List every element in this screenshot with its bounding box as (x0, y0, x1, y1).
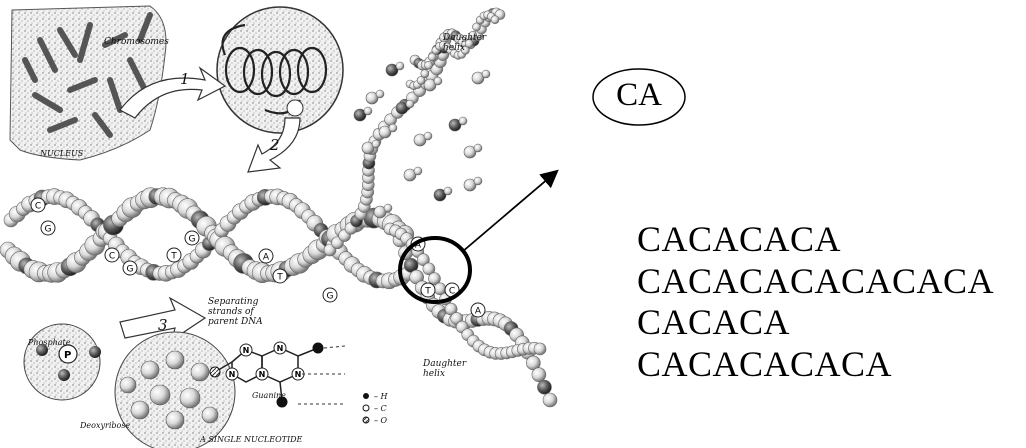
phosphate-atom-label: P (64, 350, 71, 361)
free-nucleotide (474, 144, 482, 152)
guanine-label: Guanine (252, 391, 286, 400)
free-nucleotide (444, 187, 452, 195)
helix-bead (491, 16, 499, 24)
free-nucleotide (482, 70, 490, 78)
svg-text:G: G (189, 235, 196, 245)
base-bubble: A (471, 303, 485, 317)
repeat-line-3: CACACA (637, 301, 790, 343)
separating-strands-label: Separatingstrands ofparent DNA (208, 297, 263, 327)
ring-n-label: N (243, 346, 250, 355)
helix-bead (543, 393, 557, 407)
free-nucleotide (406, 100, 414, 108)
free-nucleotide (459, 117, 467, 125)
free-nucleotide (376, 90, 384, 98)
legend-h-dot (363, 393, 369, 399)
svg-text:A: A (263, 253, 270, 263)
repeat-line-4: CACACACACA (637, 343, 892, 385)
ring-n-label: N (277, 344, 284, 353)
step-2-label: 2 (269, 136, 280, 154)
ring-n-label: N (295, 370, 302, 379)
base-bubble: A (259, 249, 273, 263)
base-bubble: T (421, 283, 435, 297)
base-bubble: T (273, 269, 287, 283)
legend-h: – H (374, 392, 389, 401)
base-bubble: G (123, 261, 137, 275)
free-nucleotide (424, 132, 432, 140)
base-bubble: G (185, 231, 199, 245)
helix-bead (534, 343, 546, 355)
ring-n-label: N (259, 370, 266, 379)
free-nucleotide (474, 177, 482, 185)
svg-text:T: T (424, 287, 431, 297)
free-nucleotide (389, 124, 397, 132)
atom-legend: – H – C – O (363, 392, 389, 425)
deoxyribose-label: Deoxyribose (79, 421, 130, 430)
chromosomes-label: Chromosomes (104, 37, 169, 47)
step-1-label: 1 (180, 70, 190, 88)
phosphate-label: Phosphate (27, 338, 71, 347)
legend-c: – C (374, 404, 387, 413)
svg-text:G: G (327, 292, 334, 302)
free-nucleotide (396, 62, 404, 70)
legend-c-dot (363, 405, 369, 411)
base-bubble: C (31, 198, 45, 212)
helix-bead (537, 380, 551, 394)
base-bubble: T (167, 248, 181, 262)
free-nucleotide (384, 204, 392, 212)
zoom-circle (217, 7, 343, 133)
helix-bead (532, 368, 546, 382)
svg-text:C: C (35, 202, 41, 212)
step-3-label: 3 (158, 316, 168, 334)
nucleus-label: NUCLEUS (39, 149, 84, 158)
base-bubble: G (41, 221, 55, 235)
ring-n-label: N (229, 370, 236, 379)
repeat-line-1: CACACACA (637, 218, 841, 260)
svg-text:T: T (170, 252, 177, 262)
svg-text:A: A (475, 307, 482, 317)
helix-bead (421, 70, 429, 78)
single-nucleotide-label: A SINGLE NUCLEOTIDE (199, 435, 303, 444)
helix-bead (424, 61, 432, 69)
ca-oval-text: CA (593, 77, 685, 114)
svg-text:C: C (109, 252, 115, 262)
free-nucleotide (414, 167, 422, 175)
legend-o: – O (374, 416, 388, 425)
free-nucleotide (364, 107, 372, 115)
daughter-helix-top-text: Daughterhelix (442, 33, 487, 53)
nucleotide-closeup: P Phosphate Deoxyribose A SINGLE NUCLEOT… (24, 324, 345, 448)
nucleus-panel: Chromosomes NUCLEUS (10, 6, 169, 160)
free-nucleotide (434, 77, 442, 85)
legend-o-dot (363, 417, 369, 423)
base-bubble: C (105, 248, 119, 262)
svg-text:G: G (127, 265, 134, 275)
free-nucleotide (372, 140, 380, 148)
repeat-line-2: CACACACACACACA (637, 260, 994, 302)
svg-text:T: T (276, 273, 283, 283)
base-bubble: G (323, 288, 337, 302)
svg-text:G: G (45, 225, 52, 235)
